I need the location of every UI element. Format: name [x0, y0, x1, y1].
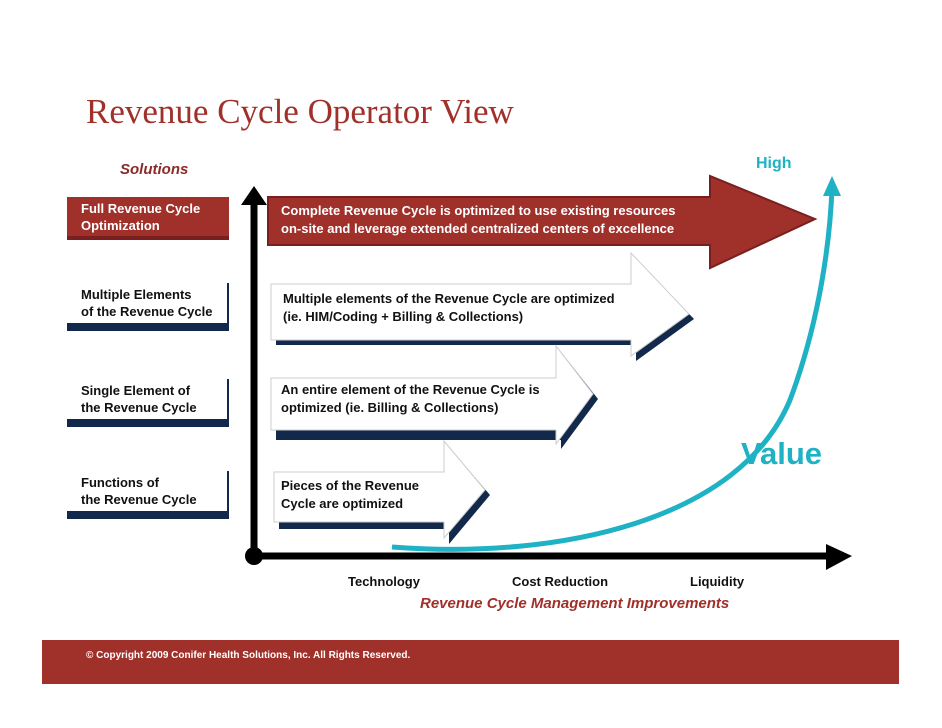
value-label: Value: [741, 436, 822, 471]
solution-label-full-cycle: Full Revenue Cycle Optimization: [67, 197, 229, 240]
solution-label-functions: Functions of the Revenue Cycle: [67, 471, 229, 519]
arrow-text-full-cycle: Complete Revenue Cycle is optimized to u…: [281, 203, 676, 236]
value-curve-arrowhead: [823, 176, 841, 196]
page-title: Revenue Cycle Operator View: [86, 92, 514, 131]
arrow-text-single-element: An entire element of the Revenue Cycle i…: [281, 382, 540, 415]
x-tick-liquidity: Liquidity: [690, 574, 745, 589]
solution-label-multiple-elements: Multiple Elements of the Revenue Cycle: [67, 283, 229, 331]
x-axis-title: Revenue Cycle Management Improvements: [420, 595, 730, 612]
footer-bar: © Copyright 2009 Conifer Health Solution…: [42, 640, 899, 684]
solution-label-single-element: Single Element of the Revenue Cycle: [67, 379, 229, 427]
arrow-functions: [273, 439, 486, 540]
high-label: High: [756, 155, 792, 172]
copyright-text: © Copyright 2009 Conifer Health Solution…: [86, 650, 411, 661]
arrow-multiple-elements: [270, 251, 690, 357]
arrow-text-multiple-elements: Multiple elements of the Revenue Cycle a…: [283, 291, 615, 324]
y-axis-arrowhead: [241, 186, 267, 205]
x-tick-cost-reduction: Cost Reduction: [512, 574, 609, 589]
value-curve: [391, 187, 835, 552]
axis-origin: [245, 547, 263, 565]
y-axis-header: Solutions: [120, 161, 189, 178]
arrow-text-functions: Pieces of the Revenue Cycle are optimize…: [281, 478, 419, 511]
x-axis-arrowhead: [826, 544, 852, 570]
arrow-full-cycle: [267, 174, 818, 270]
x-tick-technology: Technology: [348, 574, 420, 589]
arrow-single-element: [270, 344, 594, 446]
